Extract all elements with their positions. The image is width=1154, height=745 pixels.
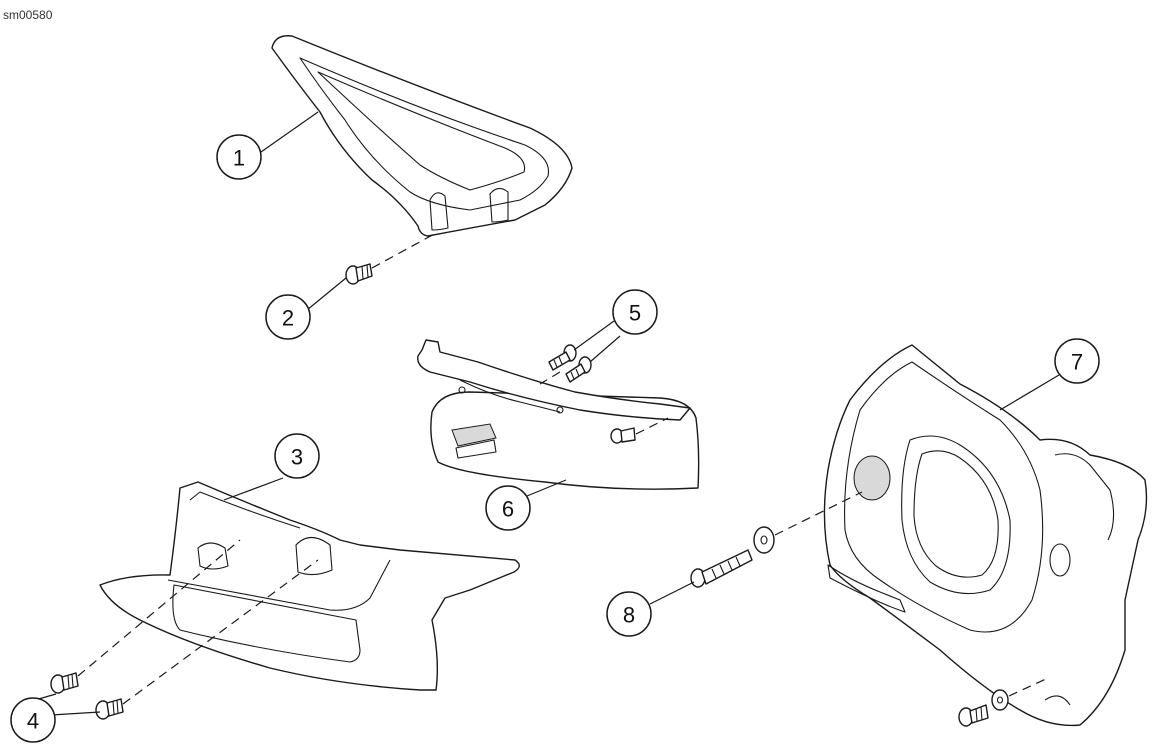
leader-5b [589, 335, 621, 363]
cover-fixing-screw [958, 704, 989, 727]
part-8-bolt [690, 549, 753, 588]
leader-2 [306, 277, 347, 311]
callout-7: 7 [1054, 338, 1100, 384]
part-3-lower-cover [99, 481, 520, 691]
callout-8: 8 [606, 591, 652, 637]
svg-text:6: 6 [502, 497, 514, 522]
leader-8 [649, 581, 695, 605]
part-5-screw-lower [565, 356, 592, 383]
part-5-mounting-line [539, 371, 561, 385]
part-2-screw [345, 263, 373, 285]
svg-text:5: 5 [629, 301, 641, 326]
part-6-center-bracket [417, 339, 700, 490]
svg-text:1: 1 [233, 146, 245, 171]
part-6-bracket-screw [610, 427, 636, 444]
diagram-reference-code: sm00580 [3, 8, 53, 22]
callout-4: 4 [10, 697, 56, 743]
leader-7 [999, 374, 1060, 411]
cover-fixing-washer [991, 689, 1009, 711]
part-4-screw-lower [95, 698, 124, 720]
svg-text:4: 4 [27, 709, 39, 734]
callout-2: 2 [265, 294, 311, 340]
part-1-upper-cover [271, 35, 573, 237]
callout-1: 1 [216, 134, 262, 180]
part-4-screw-upper [50, 672, 79, 694]
leader-3 [223, 477, 284, 501]
svg-text:7: 7 [1071, 350, 1083, 375]
part-7-sprocket-cover [823, 344, 1148, 727]
svg-text:3: 3 [291, 445, 303, 470]
part-2-mounting-line [371, 231, 439, 269]
callout-5: 5 [612, 289, 658, 335]
leader-6 [526, 479, 567, 497]
leader-1 [260, 111, 319, 153]
part-6-mounting-line [635, 417, 669, 435]
part-5-screw-upper [548, 344, 577, 371]
svg-text:2: 2 [282, 306, 294, 331]
leader-5a [573, 320, 615, 351]
callout-3: 3 [274, 433, 320, 479]
part-8-mounting-line [774, 491, 863, 536]
cover-fixing-mounting-line [1008, 677, 1049, 697]
part-8-washer [753, 526, 775, 554]
part-4-mounting-line-upper [77, 539, 241, 677]
part-4-mounting-line-lower [122, 559, 319, 705]
svg-text:8: 8 [623, 603, 635, 628]
callout-6: 6 [485, 485, 531, 531]
